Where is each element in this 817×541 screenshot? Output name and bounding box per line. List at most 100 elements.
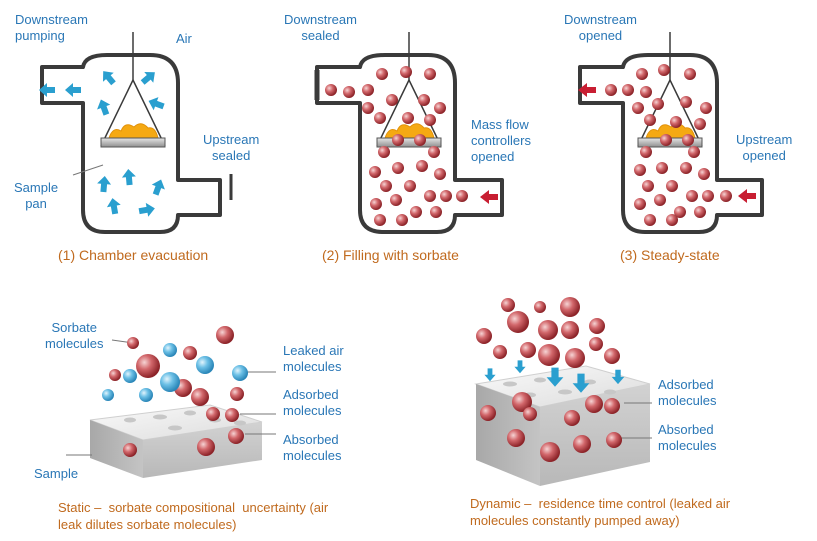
sorbate-molecule (640, 86, 652, 98)
air-label: Air (176, 31, 192, 46)
sorbate-molecule (720, 190, 732, 202)
sorbate-molecule (369, 166, 381, 178)
sorbate-molecule (605, 84, 617, 96)
sorbate-molecule (674, 206, 686, 218)
sorbate-molecule (136, 354, 160, 378)
sorbate-molecule (216, 326, 234, 344)
sorbate-molecule (440, 190, 452, 202)
sorbate-molecule (392, 162, 404, 174)
sorbate-molecule (644, 114, 656, 126)
sorbate-molecule (644, 214, 656, 226)
sorbate-molecule (362, 84, 374, 96)
sorbate-molecule (392, 134, 404, 146)
dynamic-caption: Dynamic – residence time control (leaked… (470, 496, 731, 528)
sorbate-molecule (606, 432, 622, 448)
sorbate-molecule (228, 428, 244, 444)
sorbate-molecule (362, 102, 374, 114)
sorbate-molecule (634, 164, 646, 176)
sorbate-molecule (686, 190, 698, 202)
air-molecule (163, 343, 177, 357)
sorbate-molecule (632, 102, 644, 114)
sorbate-molecule (127, 337, 139, 349)
sorbate-molecule (680, 162, 692, 174)
sorbate-molecule (191, 388, 209, 406)
sorbate-molecule (652, 98, 664, 110)
sorbate-molecule (700, 102, 712, 114)
sorbate-molecule (523, 407, 537, 421)
downstream-sealed-label: Downstream sealed (284, 12, 357, 43)
panel-3-sorbate-molecules (605, 64, 732, 226)
caption-filling-sorbate: (2) Filling with sorbate (322, 247, 459, 263)
sorbate-molecule (640, 146, 652, 158)
panel-2-sorbate-molecules (325, 66, 468, 226)
sorbate-molecule (414, 134, 426, 146)
static-absorbed-label: Absorbed molecules (283, 432, 342, 463)
static-sample-block (66, 339, 276, 478)
panel-1-chamber (40, 32, 233, 234)
sorbate-molecule (183, 346, 197, 360)
dynamic-sample-block (474, 365, 652, 486)
sample-pan-label: Sample pan (14, 180, 59, 211)
sorbate-molecule (396, 214, 408, 226)
sorbate-molecule (538, 344, 560, 366)
sorbate-molecule (680, 96, 692, 108)
sorbate-molecule (476, 328, 492, 344)
sorbate-molecule (666, 214, 678, 226)
sorbate-molecule (123, 443, 137, 457)
sorbate-molecule (418, 94, 430, 106)
upstream-sealed-label: Upstream sealed (203, 132, 260, 163)
dynamic-absorbed-label: Absorbed molecules (658, 422, 717, 453)
downstream-pumping-label: Downstream pumping (15, 12, 88, 43)
sorbate-molecule (424, 68, 436, 80)
sorbate-molecule (374, 214, 386, 226)
panel-2-chamber (314, 32, 504, 234)
sorbate-molecules-label: Sorbate molecules (45, 320, 104, 351)
sorbate-molecule (698, 168, 710, 180)
sorbate-molecule (507, 311, 529, 333)
sorbate-molecule (702, 190, 714, 202)
sorbate-molecule (402, 112, 414, 124)
sorbate-molecule (573, 435, 591, 453)
sorbate-molecule (634, 198, 646, 210)
sample-label: Sample (34, 466, 79, 481)
sorbate-molecule (589, 318, 605, 334)
sorbate-molecule (325, 84, 337, 96)
sorbate-molecule (538, 320, 558, 340)
sorbate-molecule (428, 146, 440, 158)
sorbate-molecule (410, 206, 422, 218)
sorbate-molecule (564, 410, 580, 426)
air-molecule (139, 388, 153, 402)
sorbate-molecule (540, 442, 560, 462)
sorbate-molecule (694, 118, 706, 130)
sorbate-molecule (374, 112, 386, 124)
sorbate-molecule (694, 206, 706, 218)
leaked-air-label: Leaked air molecules (283, 343, 344, 374)
sorbate-molecule (206, 407, 220, 421)
sorbate-molecule (512, 392, 532, 412)
mass-flow-label: Mass flow controllers opened (471, 117, 531, 164)
sorbate-molecule (656, 162, 668, 174)
dynamic-adsorbed-label: Adsorbed molecules (658, 377, 717, 408)
sorbate-molecule (400, 66, 412, 78)
sorbate-molecule (585, 395, 603, 413)
static-caption: Static – sorbate compositional uncertain… (58, 500, 329, 532)
sorbate-molecule (343, 86, 355, 98)
sorbate-molecule (434, 102, 446, 114)
sorbate-molecule (424, 190, 436, 202)
sorbate-molecule (376, 68, 388, 80)
sorbate-molecule (660, 134, 672, 146)
sorbate-molecule (109, 369, 121, 381)
air-molecule (123, 369, 137, 383)
sorbate-molecule (424, 114, 436, 126)
upstream-opened-label: Upstream opened (736, 132, 793, 163)
sorbate-molecule (430, 206, 442, 218)
sorbate-molecule (378, 146, 390, 158)
sorbate-molecule (370, 198, 382, 210)
sorbate-molecule (416, 160, 428, 172)
sorbate-molecule (197, 438, 215, 456)
sorbate-molecule (493, 345, 507, 359)
sorbate-molecule (636, 68, 648, 80)
sorbate-molecule (434, 168, 446, 180)
air-molecule (160, 372, 180, 392)
